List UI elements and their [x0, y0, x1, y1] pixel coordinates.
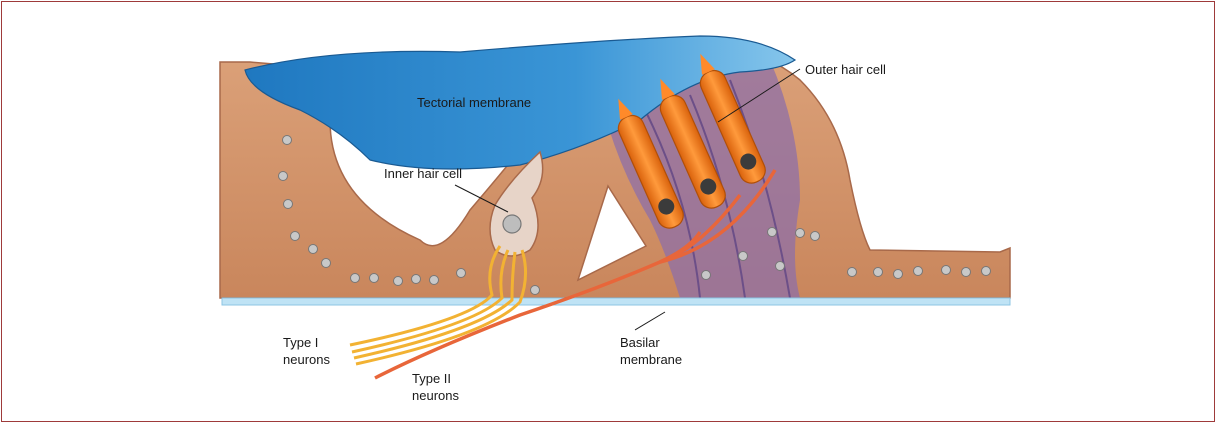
label-type1-line1: Type I [283, 335, 318, 350]
label-basilar-line1: Basilar [620, 335, 660, 350]
label-type1-line2: neurons [283, 352, 330, 367]
basilar-membrane [222, 298, 1010, 305]
label-inner-hair-cell: Inner hair cell [384, 166, 462, 181]
label-outer-hair-cell: Outer hair cell [805, 62, 886, 77]
label-type2-line1: Type II [412, 371, 451, 386]
inner-hair-cell-nucleus [503, 215, 521, 233]
label-basilar-line2: membrane [620, 352, 682, 367]
label-tectorial-membrane: Tectorial membrane [417, 95, 531, 110]
label-type2-line2: neurons [412, 388, 459, 403]
